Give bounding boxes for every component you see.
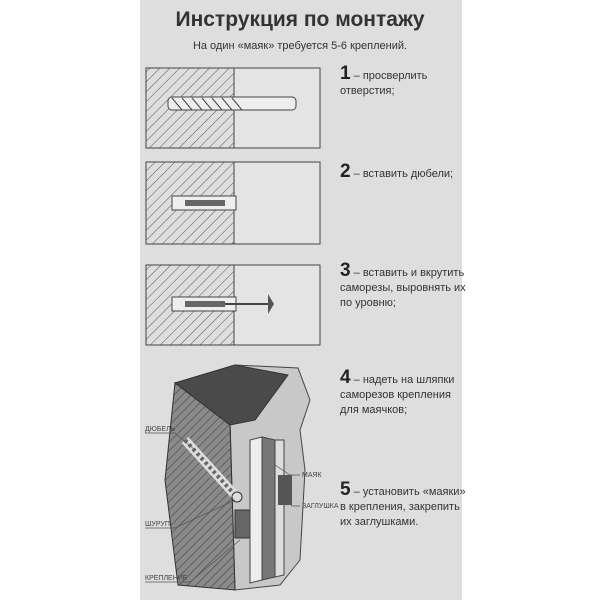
callout-lines: [145, 432, 300, 583]
step1-diagram: [145, 67, 321, 149]
label-dowel: ДЮБЕЛЬ: [145, 426, 176, 433]
page-title: Инструкция по монтажу: [175, 8, 425, 31]
beacon-assembly-diagram: [164, 364, 311, 591]
step-2: 2 – вставить дюбели;: [340, 161, 454, 182]
label-plug: ЗАГЛУШКА: [302, 503, 339, 510]
label-beacon: МАЯК: [302, 472, 323, 479]
step-3: 3 – вставить и вкрутить саморезы, выровн…: [340, 260, 466, 309]
page-subtitle: На один «маяк» требуется 5-6 креплений.: [192, 40, 408, 52]
step-5: 5 – установить «маяки» в крепления, закр…: [340, 479, 466, 528]
step-1: 1 – просверлить отверстия;: [340, 63, 428, 97]
step3-diagram: [145, 264, 321, 346]
drill-bit-icon: [167, 96, 297, 111]
step2-diagram: [145, 161, 321, 245]
label-fastener: КРЕПЛЕНИЕ: [145, 575, 188, 582]
dowel-icon: [171, 195, 237, 211]
label-screw: ШУРУП: [145, 521, 170, 528]
screw-icon: [171, 294, 274, 314]
step-4: 4 – надеть на шляпки саморезов крепления…: [340, 367, 455, 416]
